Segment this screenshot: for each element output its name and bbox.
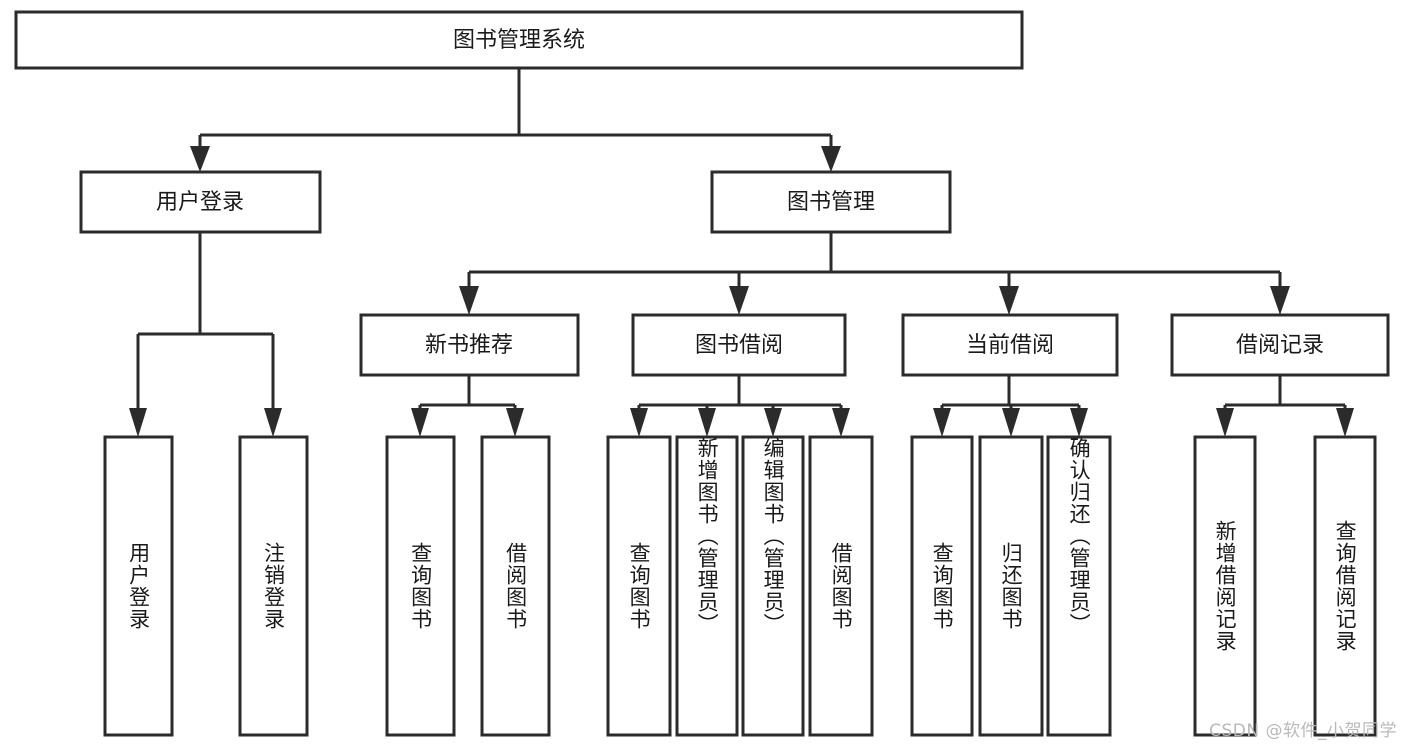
node-current-borrow-box[interactable]: [901, 313, 1119, 377]
node-book-borrow-box[interactable]: [631, 313, 847, 377]
connector-group-new-book-recommend: [411, 375, 524, 437]
arrow-head-user-login: [190, 146, 210, 172]
node-root-label: 图书管理系统: [453, 28, 585, 53]
node-new-book-recommend-label: 新书推荐: [425, 333, 513, 358]
arrow-head-leaf-return-book: [1002, 408, 1020, 437]
node-leaf-logout-box[interactable]: [238, 435, 309, 737]
connector-group-book-manage: [459, 232, 1290, 315]
connector-group-current-borrow: [933, 375, 1088, 437]
connector-group-borrow-record: [1216, 375, 1354, 437]
node-leaf-borrow-book-2-box[interactable]: [808, 435, 874, 737]
arrow-head-leaf-user-login: [129, 408, 147, 437]
arrow-head-leaf-add-record: [1216, 408, 1234, 437]
node-leaf-query-book-3-box[interactable]: [910, 435, 974, 737]
arrow-head-leaf-borrow-book-2: [832, 408, 850, 437]
arrow-head-leaf-query-record: [1336, 408, 1354, 437]
node-leaf-user-login-box[interactable]: [103, 435, 174, 737]
node-root[interactable]: 图书管理系统: [14, 10, 1024, 70]
arrow-head-new-book-recommend: [459, 286, 479, 315]
node-user-login[interactable]: 用户登录: [79, 170, 322, 234]
node-book-borrow-label: 图书借阅: [695, 333, 783, 358]
node-leaf-query-book-2-box[interactable]: [606, 435, 672, 737]
connector-group-user-login: [129, 232, 282, 437]
node-borrow-record[interactable]: 借阅记录: [1170, 313, 1390, 377]
node-leaf-add-record-box[interactable]: [1193, 435, 1257, 737]
arrow-head-leaf-edit-book: [764, 408, 782, 437]
node-leaf-add-book-box[interactable]: [675, 435, 739, 737]
node-book-manage[interactable]: 图书管理: [710, 170, 952, 234]
arrow-head-leaf-borrow-book-1: [506, 408, 524, 437]
node-leaf-query-book-1-box[interactable]: [385, 435, 456, 737]
node-leaf-confirm-return-box[interactable]: [1046, 435, 1112, 737]
node-current-borrow-label: 当前借阅: [966, 333, 1054, 358]
node-user-login-label: 用户登录: [156, 190, 244, 215]
node-user-login-box[interactable]: [79, 170, 322, 234]
node-borrow-record-label: 借阅记录: [1236, 333, 1324, 358]
arrow-head-borrow-record: [1270, 286, 1290, 315]
arrow-head-leaf-add-book: [698, 408, 716, 437]
node-new-book-recommend-box[interactable]: [359, 313, 580, 377]
arrow-head-leaf-query-book-3: [933, 408, 951, 437]
connector-group-root: [190, 68, 841, 172]
arrow-head-leaf-query-book-1: [411, 408, 429, 437]
arrow-head-book-borrow: [729, 286, 749, 315]
node-borrow-record-box[interactable]: [1170, 313, 1390, 377]
connector-group-book-borrow: [630, 375, 850, 437]
node-leaf-edit-book-box[interactable]: [741, 435, 805, 737]
arrow-head-book-manage: [821, 146, 841, 172]
node-current-borrow[interactable]: 当前借阅: [901, 313, 1119, 377]
arrow-head-leaf-logout: [264, 408, 282, 437]
node-leaf-return-book-box[interactable]: [978, 435, 1044, 737]
node-leaf-borrow-book-1-box[interactable]: [480, 435, 551, 737]
node-book-borrow[interactable]: 图书借阅: [631, 313, 847, 377]
node-book-manage-label: 图书管理: [787, 190, 875, 215]
leaf-boxes-group: [103, 435, 1377, 737]
arrow-head-leaf-confirm-return: [1070, 408, 1088, 437]
arrow-head-current-borrow: [999, 286, 1019, 315]
node-new-book-recommend[interactable]: 新书推荐: [359, 313, 580, 377]
arrow-head-leaf-query-book-2: [630, 408, 648, 437]
node-root-box[interactable]: [14, 10, 1024, 70]
node-leaf-query-record-box[interactable]: [1313, 435, 1377, 737]
node-book-manage-box[interactable]: [710, 170, 952, 234]
